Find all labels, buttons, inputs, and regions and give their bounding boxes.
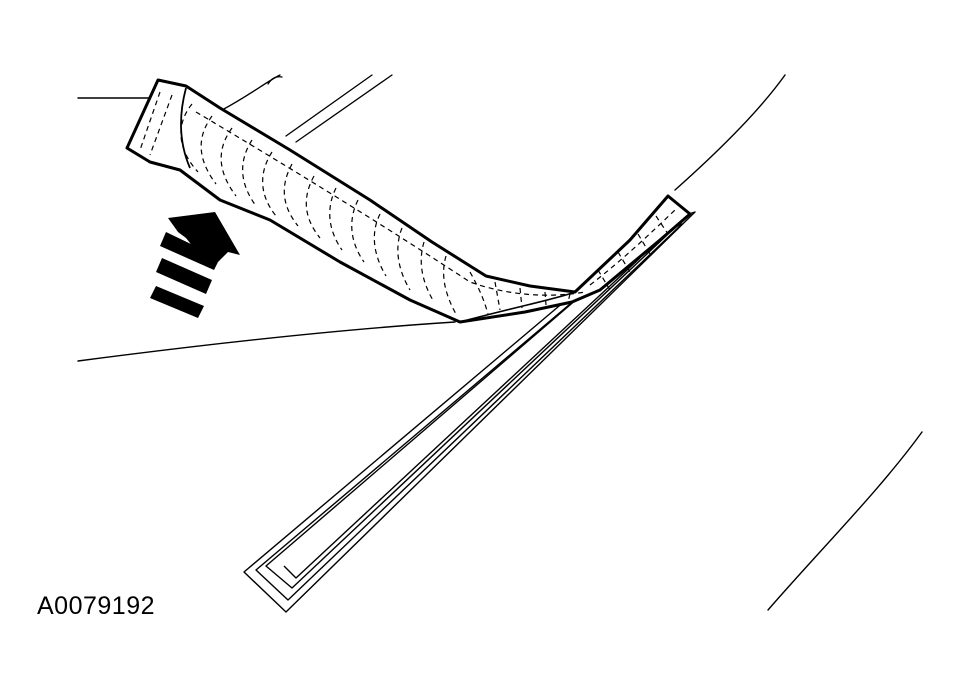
window-channel-lines xyxy=(221,74,393,143)
panel-contour-lines xyxy=(77,74,923,611)
figure-reference-id: A0079192 xyxy=(37,592,156,620)
weatherstrip-seal xyxy=(125,78,692,324)
push-direction-arrow-icon xyxy=(150,212,240,318)
seal-stitch-pattern xyxy=(139,91,676,315)
